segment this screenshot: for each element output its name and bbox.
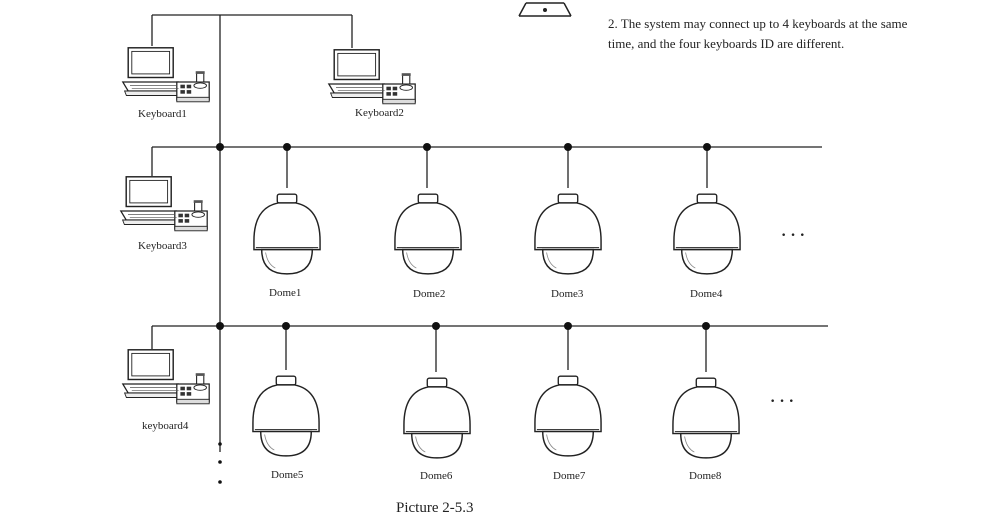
- dome-label: Dome7: [553, 470, 586, 482]
- dome-camera-icon: [672, 377, 740, 459]
- dome-label: Dome2: [413, 288, 445, 300]
- keyboard-label: keyboard4: [142, 420, 189, 432]
- note-text: 2. The system may connect up to 4 keyboa…: [608, 16, 908, 51]
- dome-camera-icon: [534, 193, 602, 275]
- figure-caption: Picture 2-5.3: [396, 500, 474, 516]
- dome-label: Dome3: [551, 288, 584, 300]
- keyboard-icon: [122, 47, 210, 103]
- junction-dots: [216, 143, 711, 330]
- dome-label: Dome5: [271, 469, 304, 481]
- keyboard-label: Keyboard1: [138, 108, 187, 120]
- dome-camera-icon: [534, 375, 602, 457]
- keyboard-label: Keyboard2: [355, 107, 404, 119]
- dome-camera-icon: [252, 375, 320, 457]
- dome-camera-icon: [673, 193, 741, 275]
- dome-camera-icon: [394, 193, 462, 275]
- dome-label: Dome8: [689, 470, 722, 482]
- more-domes-ellipsis: · · ·: [770, 393, 794, 410]
- continuation-dots: [218, 442, 222, 484]
- dome-camera-icon: [253, 193, 321, 275]
- dome-camera-icon: [403, 377, 471, 459]
- more-domes-ellipsis: · · ·: [781, 227, 805, 244]
- dome-label: Dome4: [690, 288, 723, 300]
- dome-label: Dome1: [269, 287, 301, 299]
- keyboard-icon: [122, 349, 210, 405]
- dome-label: Dome6: [420, 470, 453, 482]
- keyboard-icon: [120, 176, 208, 232]
- keyboard-icon: [328, 49, 416, 105]
- keyboard-label: Keyboard3: [138, 240, 187, 252]
